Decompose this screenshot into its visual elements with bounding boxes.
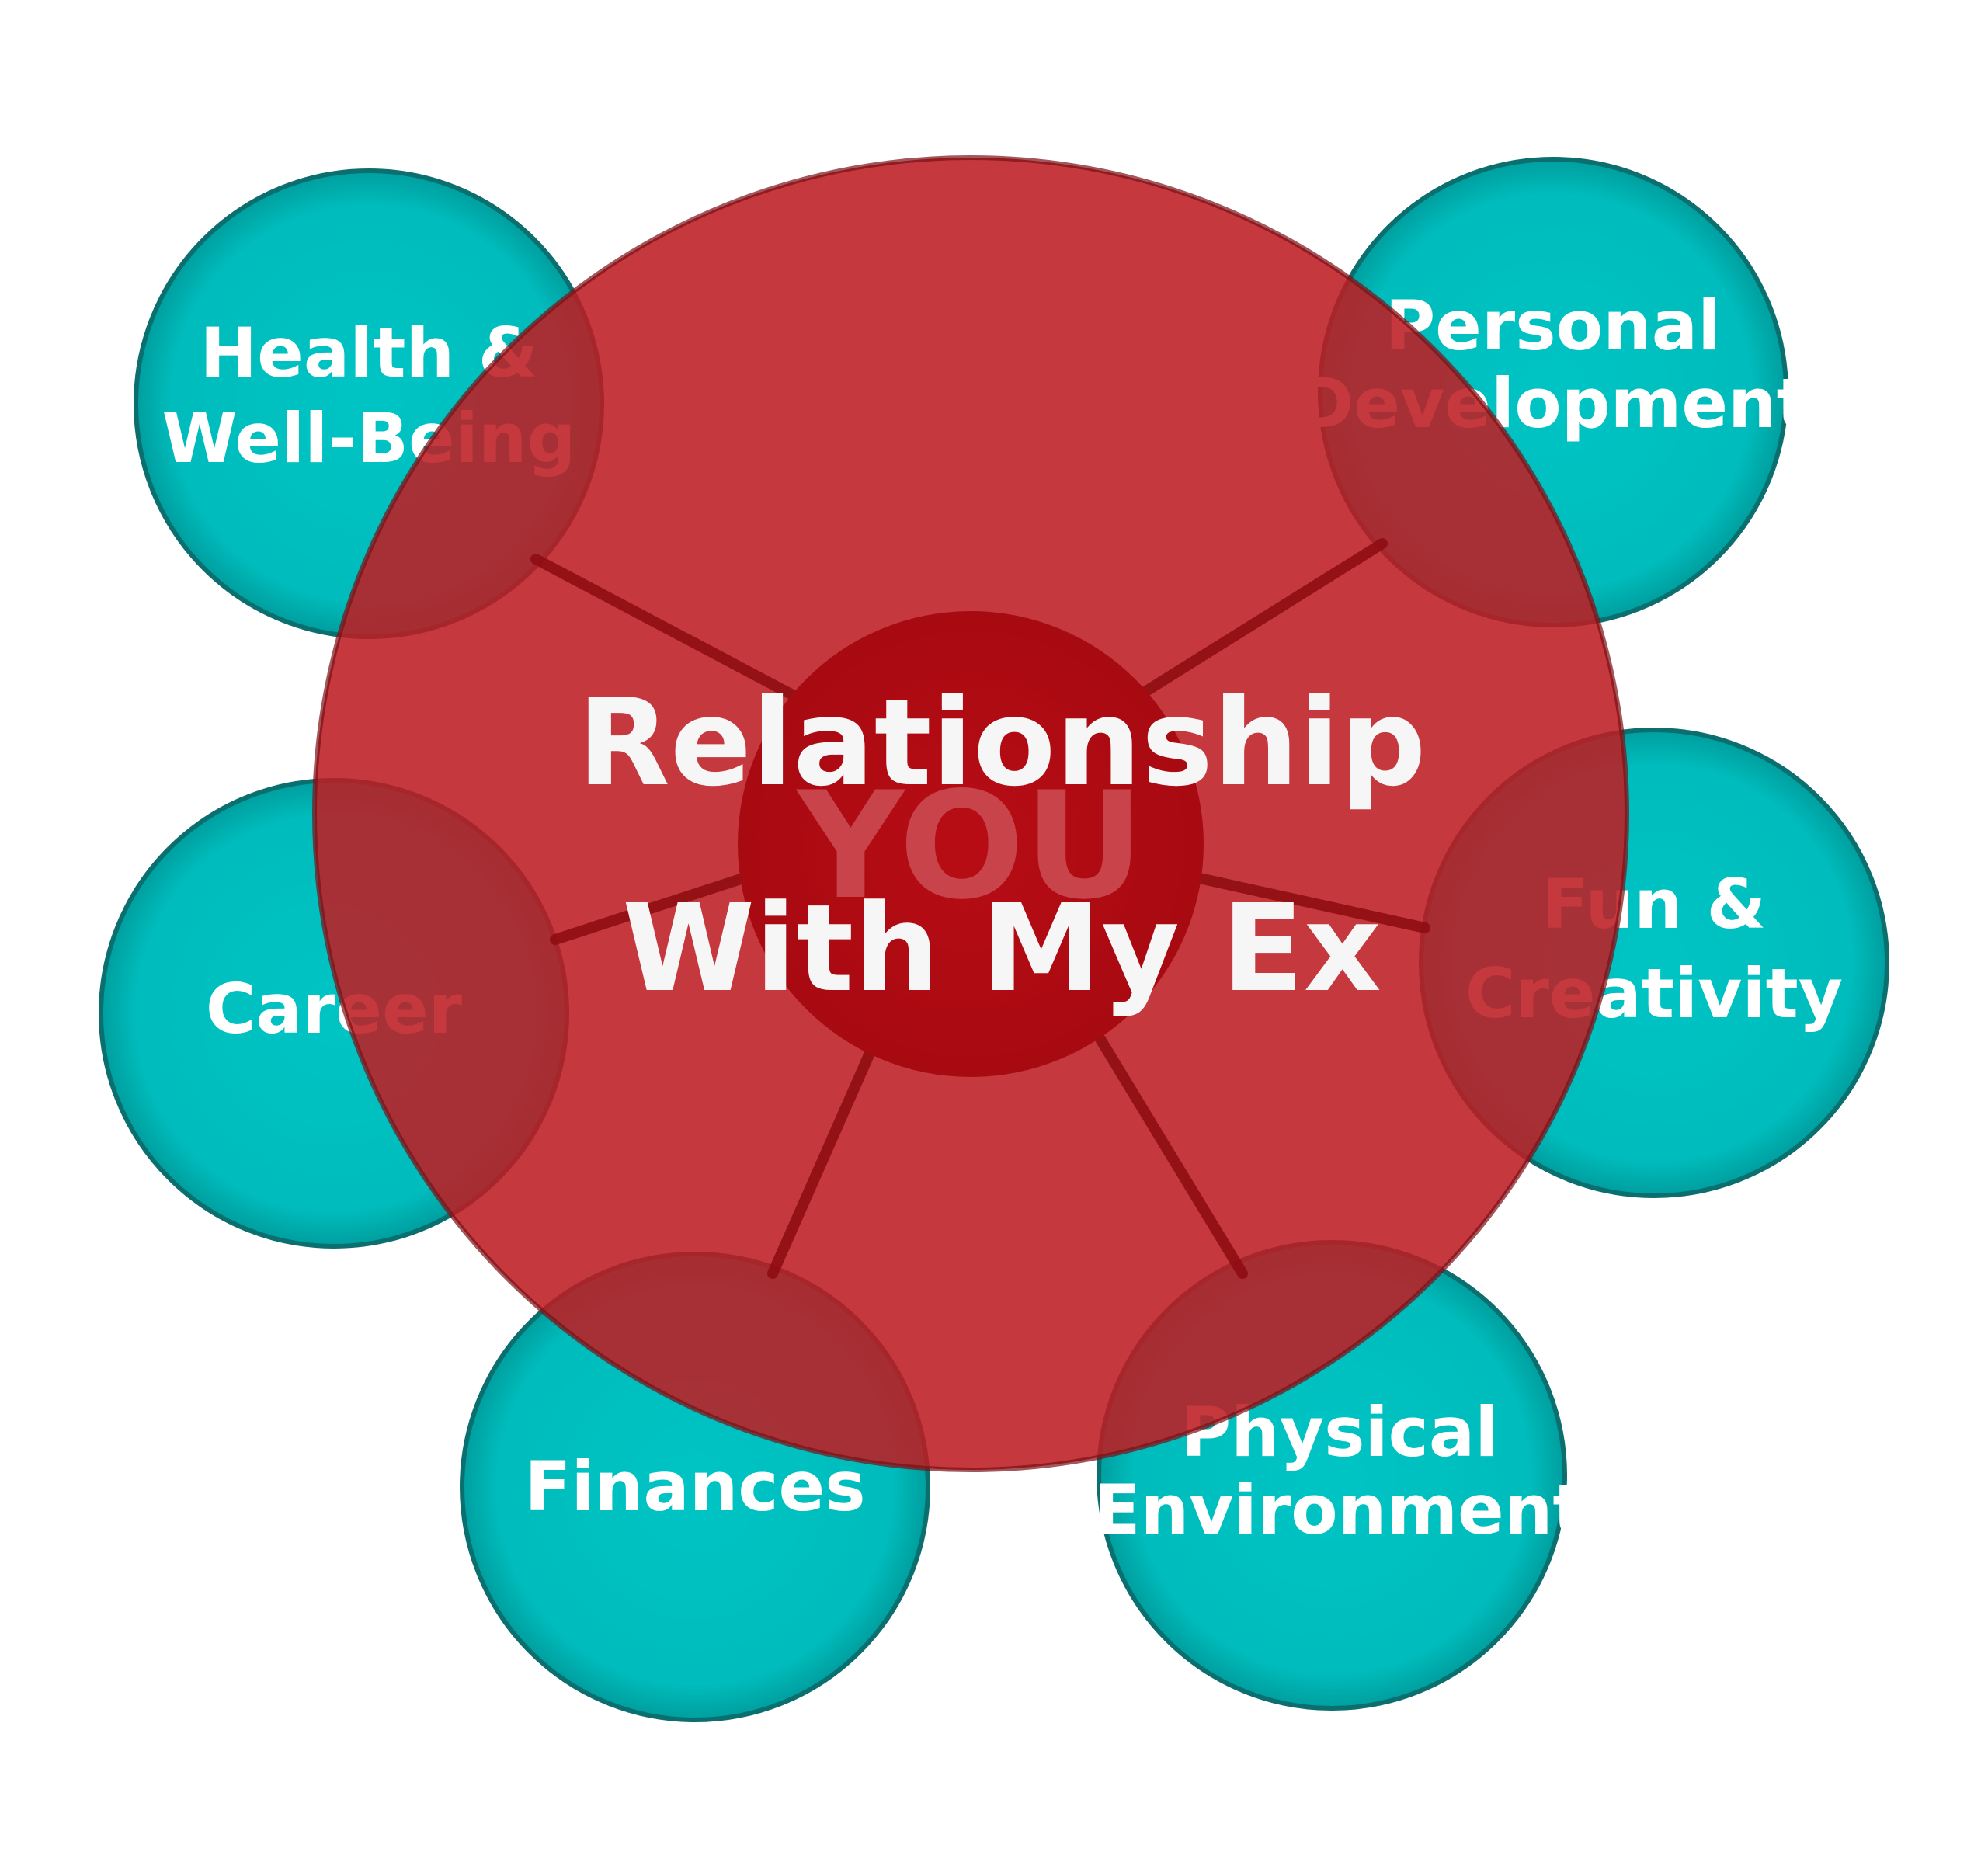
spoke-finances (767, 1039, 879, 1279)
spoke-physical-environment (1093, 1031, 1248, 1279)
spoke-health (530, 554, 805, 704)
node-label-personal-development: Personal (1385, 286, 1722, 366)
spoke-career (550, 872, 751, 945)
node-label-finances: Finances (524, 1447, 865, 1527)
spoke-personal-development (1128, 538, 1388, 704)
core-you-label: YOU (796, 760, 1145, 932)
center-title-line2: With My Ex (622, 878, 1382, 1019)
spoke-fun-creativity (1190, 872, 1430, 933)
core-you-circle (738, 611, 1204, 1077)
node-label-physical-environment-2: Environment (1094, 1470, 1586, 1550)
center-title-line1: Relationship (578, 672, 1427, 813)
